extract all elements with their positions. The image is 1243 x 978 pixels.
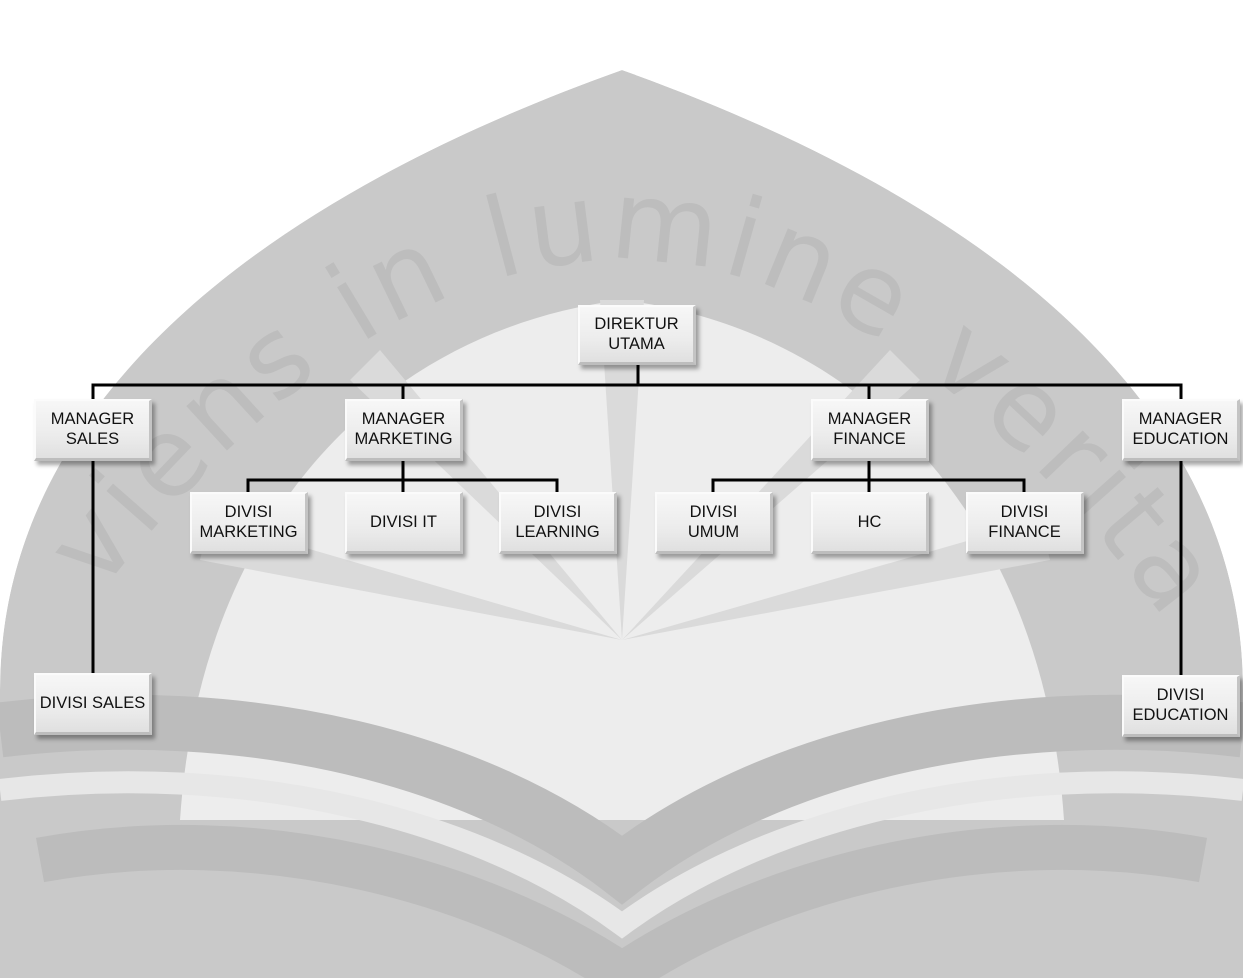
node-label: DIVISI UMUM bbox=[687, 502, 740, 541]
node-divisi-it: DIVISI IT bbox=[345, 492, 463, 554]
node-divisi-marketing: DIVISI MARKETING bbox=[190, 492, 308, 554]
node-label: DIVISI MARKETING bbox=[199, 502, 298, 541]
node-label: HC bbox=[857, 512, 882, 531]
node-divisi-learning: DIVISI LEARNING bbox=[499, 492, 617, 554]
node-divisi-finance: DIVISI FINANCE bbox=[966, 492, 1084, 554]
node-divisi-education: DIVISI EDUCATION bbox=[1122, 675, 1240, 737]
book-arcs-light bbox=[0, 771, 1243, 939]
node-label: DIREKTUR UTAMA bbox=[594, 314, 679, 353]
node-label: MANAGER SALES bbox=[50, 409, 135, 448]
node-label: DIVISI LEARNING bbox=[515, 502, 600, 541]
node-label: MANAGER EDUCATION bbox=[1132, 409, 1229, 448]
node-manager-finance: MANAGER FINANCE bbox=[811, 399, 929, 461]
node-label: DIVISI IT bbox=[370, 512, 437, 531]
node-label: MANAGER FINANCE bbox=[827, 409, 912, 448]
node-direktur-utama: DIREKTUR UTAMA bbox=[578, 305, 696, 365]
node-label: DIVISI FINANCE bbox=[988, 502, 1061, 541]
node-divisi-sales: DIVISI SALES bbox=[34, 673, 152, 735]
node-manager-education: MANAGER EDUCATION bbox=[1122, 399, 1240, 461]
book-arcs bbox=[0, 694, 1243, 978]
node-label: MANAGER MARKETING bbox=[354, 409, 453, 448]
node-hc: HC bbox=[811, 492, 929, 554]
node-manager-marketing: MANAGER MARKETING bbox=[345, 399, 463, 461]
node-label: DIVISI EDUCATION bbox=[1132, 685, 1229, 724]
node-manager-sales: MANAGER SALES bbox=[34, 399, 152, 461]
node-divisi-umum: DIVISI UMUM bbox=[655, 492, 773, 554]
node-label: DIVISI SALES bbox=[39, 693, 146, 712]
